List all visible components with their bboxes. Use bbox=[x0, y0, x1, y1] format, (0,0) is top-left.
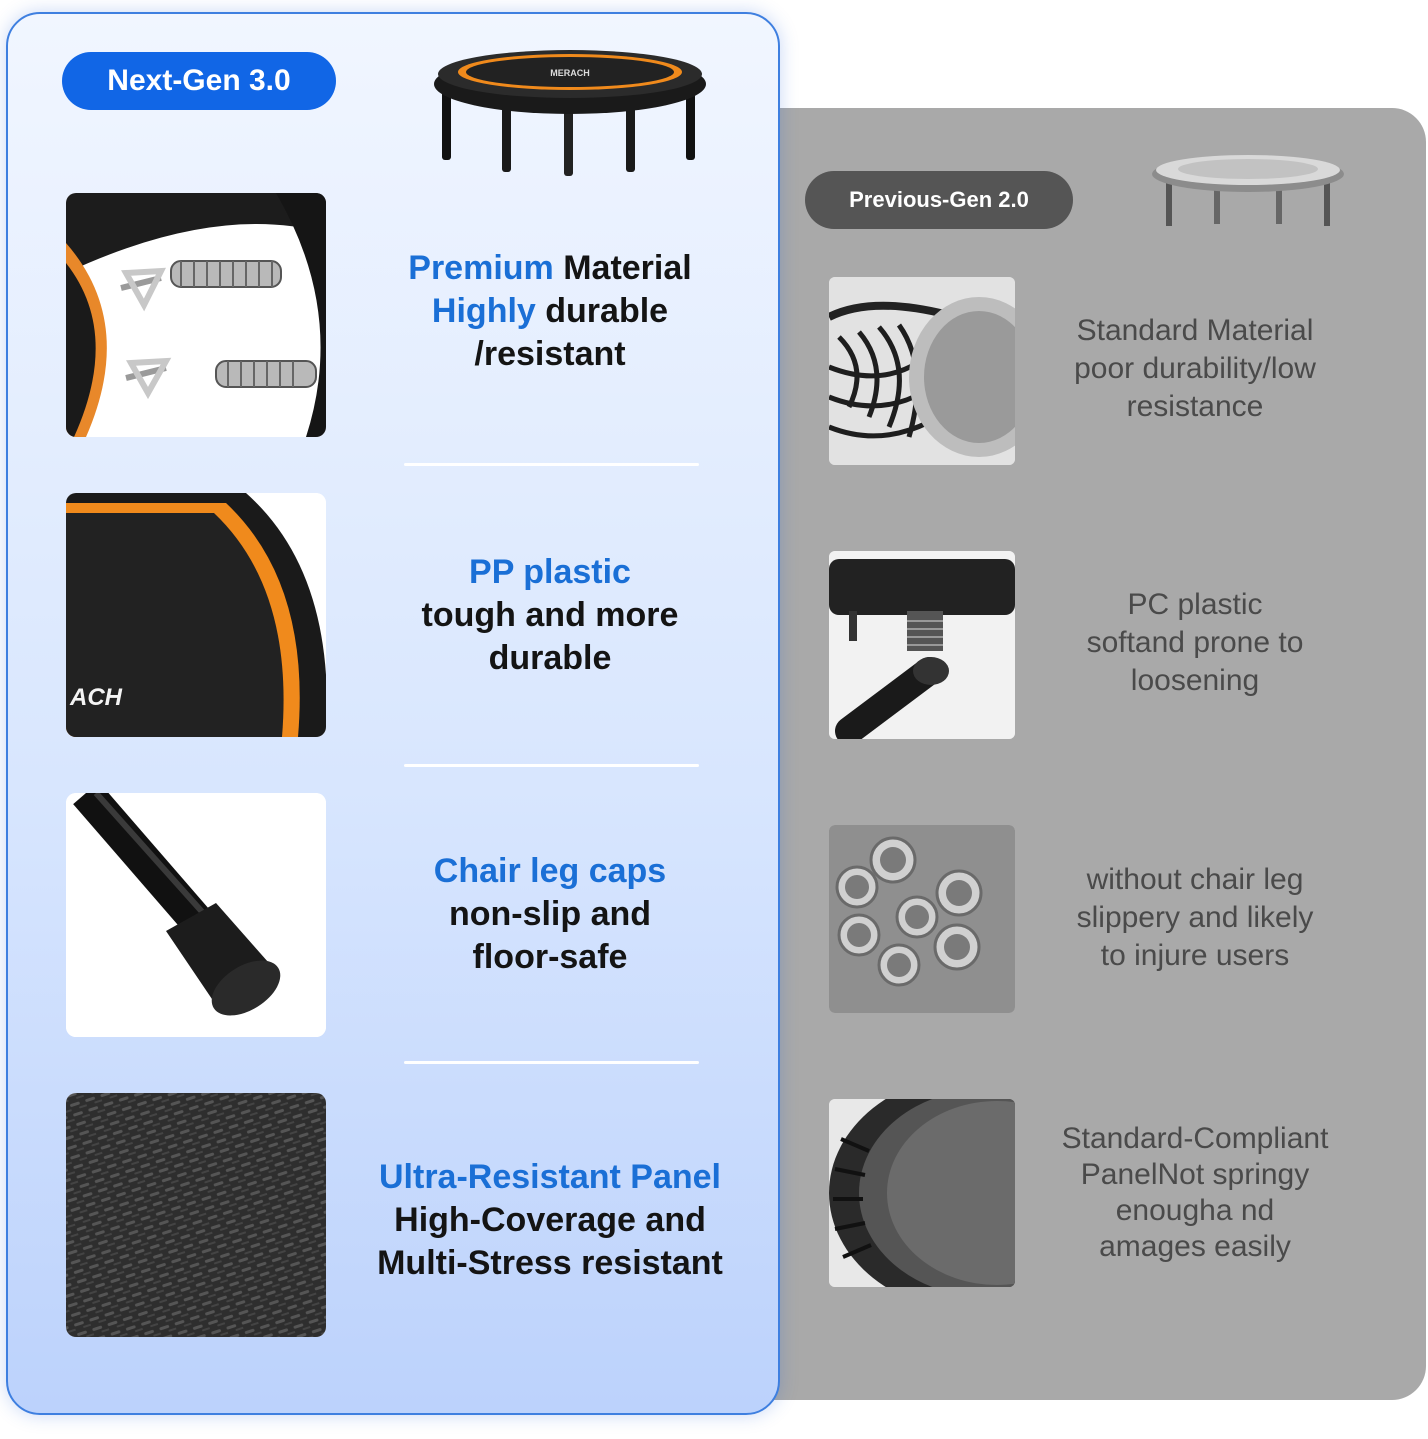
next-feature-1-line-2: Highly durable bbox=[350, 290, 750, 333]
next-gen-feature-4-text: Ultra-Resistant Panel High-Coverage and … bbox=[350, 1156, 750, 1285]
prev-feature-4-line-2: PanelNot springy bbox=[1080, 1158, 1310, 1191]
product-brand-text: MERACH bbox=[550, 68, 590, 78]
prev-feature-1-line-1: Standard Material bbox=[1076, 314, 1314, 347]
previous-gen-panel bbox=[700, 108, 1426, 1400]
next-feature-1-line-2-highlight: Highly bbox=[431, 292, 536, 330]
next-feature-1-highlight: Premium bbox=[408, 249, 554, 287]
prev-feature-4-line-4: amages easily bbox=[1099, 1230, 1291, 1263]
bungee-cords-image bbox=[829, 277, 1015, 465]
next-feature-2-line-3: durable bbox=[488, 639, 612, 677]
next-feature-1-line-1-rest: Material bbox=[553, 249, 692, 287]
prev-feature-3-line-3: to injure users bbox=[1100, 939, 1290, 972]
prev-feature-2-line-3: loosening bbox=[1130, 664, 1260, 697]
prev-feature-1-line-3: resistance bbox=[1126, 390, 1264, 423]
previous-gen-feature-1-text: Standard Material poor durability/low re… bbox=[1030, 312, 1360, 426]
next-feature-2-highlight: PP plastic bbox=[469, 553, 631, 591]
feature-divider bbox=[404, 463, 699, 466]
spring-closeup-image bbox=[66, 193, 326, 437]
prev-feature-4-line-3: enougha nd bbox=[1115, 1194, 1275, 1227]
next-feature-3-line-2: non-slip and bbox=[448, 895, 652, 933]
next-feature-4-line-2: High-Coverage and bbox=[394, 1201, 706, 1239]
next-gen-feature-1-text: Premium Material Highly durable /resista… bbox=[350, 247, 750, 376]
next-feature-4-highlight: Ultra-Resistant Panel bbox=[379, 1158, 721, 1196]
chair-leg-cap-image bbox=[66, 793, 326, 1037]
previous-gen-badge-label: Previous-Gen 2.0 bbox=[849, 187, 1029, 212]
mat-edge-image: ACH bbox=[66, 493, 326, 737]
prev-feature-2-line-1: PC plastic bbox=[1127, 588, 1263, 621]
feature-divider bbox=[404, 764, 699, 767]
metal-tubes-image bbox=[829, 825, 1015, 1013]
prev-feature-4-line-1: Standard-Compliant bbox=[1061, 1122, 1329, 1155]
next-gen-trampoline-image: MERACH bbox=[430, 40, 710, 180]
next-feature-3-highlight: Chair leg caps bbox=[433, 852, 667, 890]
previous-gen-trampoline-image bbox=[1148, 148, 1348, 230]
next-feature-2-line-2: tough and more bbox=[421, 596, 679, 634]
previous-gen-feature-3-text: without chair leg slippery and likely to… bbox=[1030, 861, 1360, 975]
next-feature-1-line-1: Premium Material bbox=[350, 247, 750, 290]
feature-divider bbox=[404, 1061, 699, 1064]
next-gen-feature-2-text: PP plastic tough and more durable bbox=[350, 551, 750, 680]
threaded-leg-image bbox=[829, 551, 1015, 739]
next-feature-4-line-3: Multi-Stress resistant bbox=[377, 1244, 723, 1282]
prev-feature-3-line-2: slippery and likely bbox=[1076, 901, 1314, 934]
prev-feature-2-line-2: softand prone to bbox=[1086, 626, 1304, 659]
previous-gen-feature-4-text: Standard-Compliant PanelNot springy enou… bbox=[1030, 1121, 1360, 1265]
thumb-brand-text: ACH bbox=[69, 684, 123, 711]
next-gen-feature-3-text: Chair leg caps non-slip and floor-safe bbox=[350, 850, 750, 979]
next-feature-1-line-3: /resistant bbox=[474, 335, 626, 373]
previous-gen-badge: Previous-Gen 2.0 bbox=[805, 171, 1073, 229]
textured-panel-image bbox=[66, 1093, 326, 1337]
bungee-mat-image bbox=[829, 1099, 1015, 1287]
next-gen-badge-label: Next-Gen 3.0 bbox=[107, 64, 291, 97]
next-feature-3-line-3: floor-safe bbox=[472, 938, 628, 976]
next-feature-1-line-2-rest: durable bbox=[535, 292, 669, 330]
prev-feature-3-line-1: without chair leg bbox=[1086, 863, 1304, 896]
prev-feature-1-line-2: poor durability/low bbox=[1074, 352, 1316, 385]
previous-gen-feature-2-text: PC plastic softand prone to loosening bbox=[1030, 586, 1360, 700]
next-gen-badge: Next-Gen 3.0 bbox=[62, 52, 336, 110]
